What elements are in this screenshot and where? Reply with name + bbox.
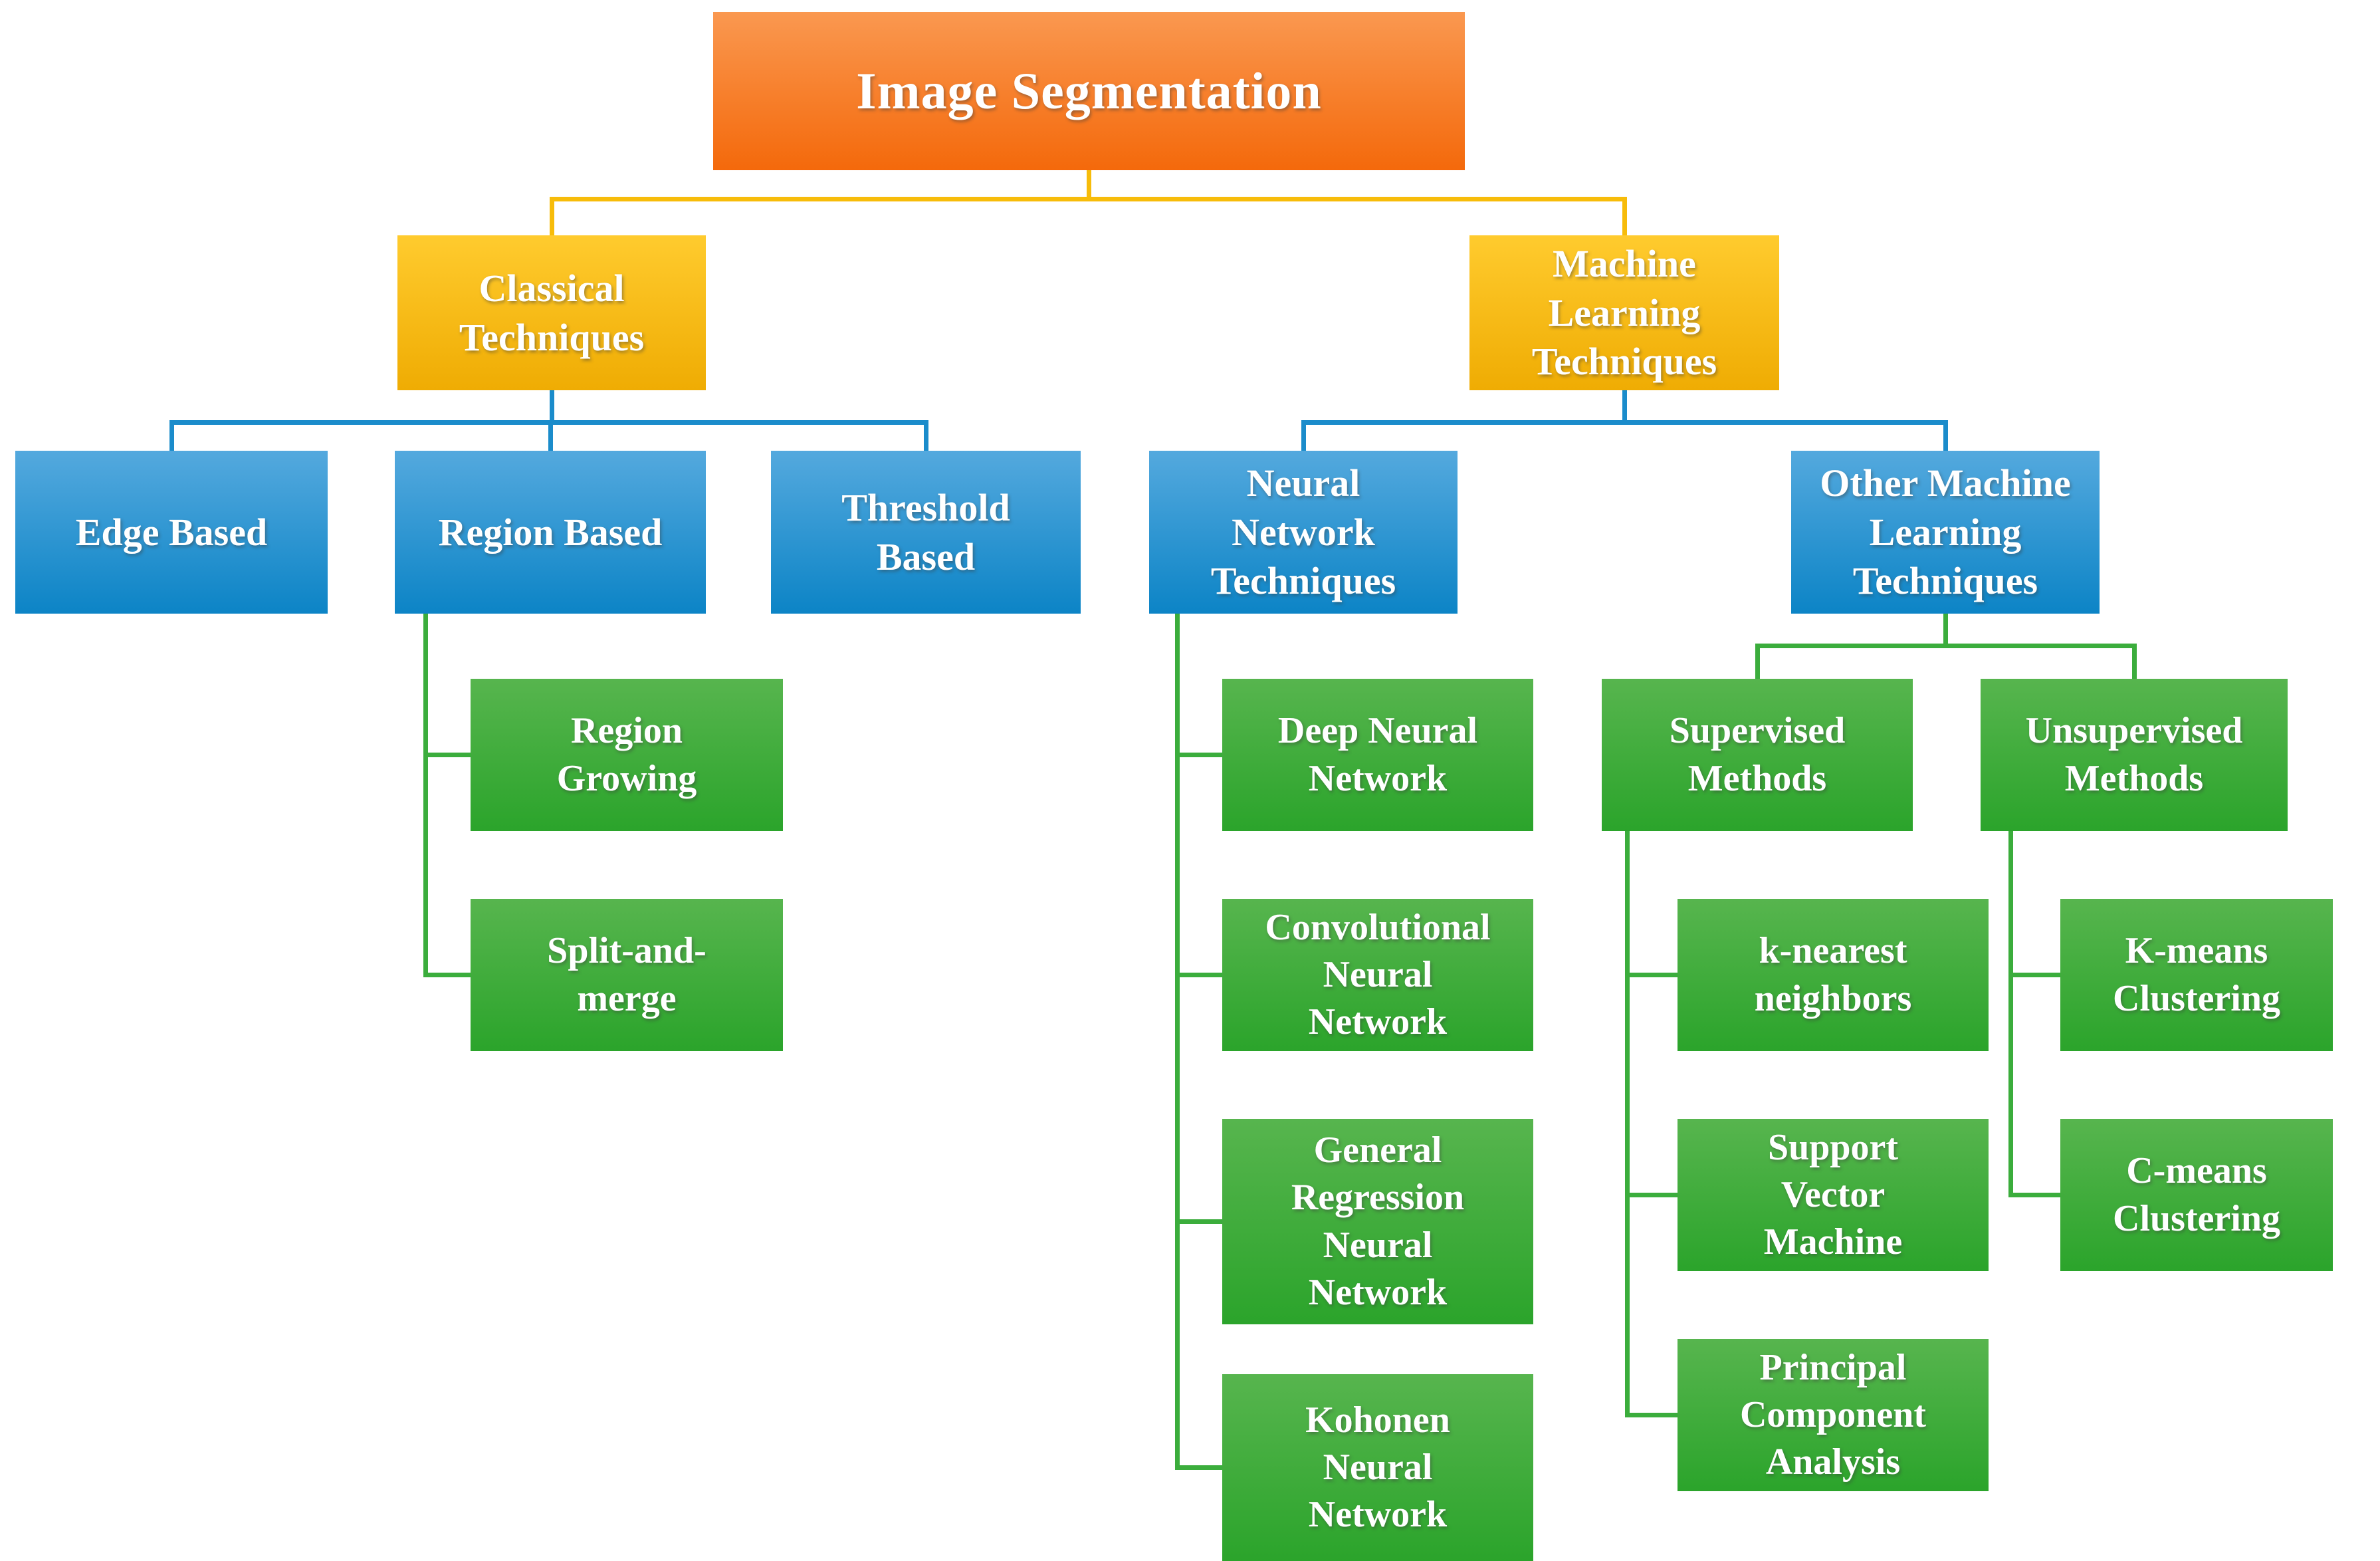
connector-drop-unsupervised (2132, 648, 2137, 679)
connector-unsupervised-bracket (2008, 831, 2013, 1197)
connector-drop-nnt (1301, 425, 1306, 451)
connector-stub-svm (1625, 1193, 1677, 1197)
connector-stub-cnn (1175, 973, 1222, 977)
connector-drop-ml (1622, 201, 1627, 235)
node-threshold-based: Threshold Based (771, 451, 1081, 614)
connector-stub-cmeans (2008, 1193, 2060, 1197)
node-convolutional-neural-network: Convolutional Neural Network (1222, 899, 1533, 1051)
connector-supervised-bracket (1625, 831, 1630, 1417)
node-other-machine-learning-techniques: Other Machine Learning Techniques (1791, 451, 2100, 614)
node-supervised-methods: Supervised Methods (1602, 679, 1913, 831)
connector-ml-stem (1622, 390, 1627, 420)
connector-stub-kmeans (2008, 973, 2060, 977)
node-image-segmentation: Image Segmentation (713, 12, 1465, 170)
node-edge-based: Edge Based (15, 451, 328, 614)
node-k-means-clustering: K-means Clustering (2060, 899, 2333, 1051)
node-c-means-clustering: C-means Clustering (2060, 1119, 2333, 1271)
connector-classical-crossbar (169, 420, 928, 425)
node-unsupervised-methods: Unsupervised Methods (1981, 679, 2288, 831)
connector-stub-split-merge (423, 973, 471, 977)
connector-stub-kohonen (1175, 1465, 1222, 1470)
connector-stub-region-growing (423, 753, 471, 757)
node-k-nearest-neighbors: k-nearest neighbors (1677, 899, 1989, 1051)
connector-drop-region (548, 425, 553, 451)
connector-ml-crossbar (1301, 420, 1948, 425)
node-deep-neural-network: Deep Neural Network (1222, 679, 1533, 831)
connector-stub-pca (1625, 1413, 1677, 1417)
connector-stub-dnn (1175, 753, 1222, 757)
connector-drop-threshold (924, 425, 928, 451)
connector-region-bracket (423, 612, 428, 977)
node-kohonen-neural-network: Kohonen Neural Network (1222, 1374, 1533, 1561)
node-split-and-merge: Split-and- merge (471, 899, 783, 1051)
node-machine-learning-techniques: Machine Learning Techniques (1469, 235, 1779, 390)
node-general-regression-neural-network: General Regression Neural Network (1222, 1119, 1533, 1324)
node-principal-component-analysis: Principal Component Analysis (1677, 1339, 1989, 1491)
connector-omlt-stem (1943, 614, 1948, 644)
connector-drop-omlt (1943, 425, 1948, 451)
connector-stub-knn (1625, 973, 1677, 977)
connector-drop-classical (550, 201, 554, 235)
connector-root-stem (1087, 170, 1091, 201)
node-neural-network-techniques: Neural Network Techniques (1149, 451, 1458, 614)
connector-classical-stem (550, 390, 554, 420)
connector-nnt-bracket (1175, 614, 1180, 1470)
node-region-growing: Region Growing (471, 679, 783, 831)
node-support-vector-machine: Support Vector Machine (1677, 1119, 1989, 1271)
node-classical-techniques: Classical Techniques (397, 235, 706, 390)
connector-drop-supervised (1755, 648, 1760, 679)
connector-omlt-crossbar (1755, 644, 2137, 648)
connector-root-crossbar (550, 197, 1627, 201)
node-region-based: Region Based (395, 451, 706, 614)
connector-stub-grnn (1175, 1219, 1222, 1224)
connector-drop-edge (169, 425, 174, 451)
